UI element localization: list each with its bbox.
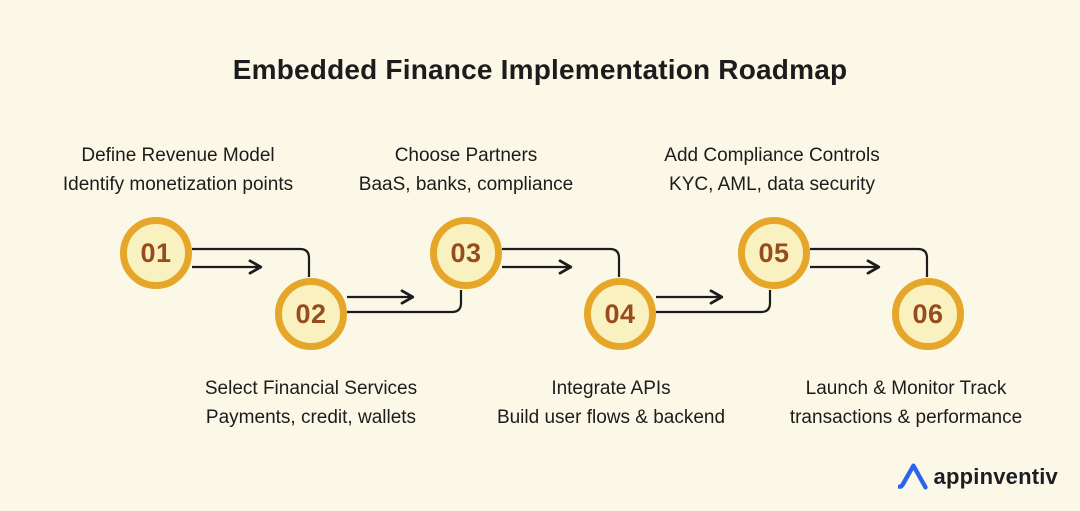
- step-06-label: Launch & Monitor Track transactions & pe…: [790, 374, 1022, 432]
- step-04-title: Integrate APIs: [551, 378, 671, 399]
- page-title: Embedded Finance Implementation Roadmap: [232, 54, 848, 85]
- step-06-title: Launch & Monitor Track: [805, 378, 1007, 399]
- appinventiv-logo-icon: [897, 463, 928, 490]
- connector-04-05: [656, 289, 772, 314]
- appinventiv-logo-text: appinventiv: [933, 463, 1058, 489]
- step-01-label: Define Revenue Model Identify monetizati…: [63, 141, 293, 199]
- step-circle-02: 02: [275, 278, 347, 350]
- step-05-label: Add Compliance Controls KYC, AML, data s…: [664, 141, 879, 199]
- step-02-subtitle: Payments, credit, wallets: [205, 407, 417, 428]
- appinventiv-logo: appinventiv: [897, 463, 1058, 490]
- step-03-title: Choose Partners: [394, 145, 538, 166]
- connector-03-04: [502, 247, 621, 277]
- connector-05-06: [810, 247, 929, 277]
- step-05-subtitle: KYC, AML, data security: [669, 174, 875, 195]
- step-03-label: Choose Partners BaaS, banks, compliance: [359, 141, 573, 199]
- step-04-subtitle: Build user flows & backend: [496, 407, 726, 428]
- connector-01-02: [192, 247, 311, 277]
- step-circle-05: 05: [738, 217, 810, 289]
- step-02-label: Select Financial Services Payments, cred…: [205, 374, 417, 432]
- connector-02-03: [347, 289, 463, 314]
- step-06-number: 06: [912, 298, 944, 329]
- step-05-number: 05: [758, 237, 790, 268]
- step-circle-03: 03: [430, 217, 502, 289]
- step-02-title: Select Financial Services: [204, 378, 418, 399]
- step-03-number: 03: [450, 237, 482, 268]
- step-01-number: 01: [140, 237, 172, 268]
- step-01-subtitle: Identify monetization points: [62, 174, 294, 195]
- step-04-number: 04: [604, 298, 636, 329]
- step-05-title: Add Compliance Controls: [664, 145, 880, 166]
- step-03-subtitle: BaaS, banks, compliance: [358, 174, 574, 195]
- step-02-number: 02: [295, 298, 327, 329]
- step-04-label: Integrate APIs Build user flows & backen…: [497, 374, 725, 432]
- step-circle-01: 01: [120, 217, 192, 289]
- step-06-subtitle: transactions & performance: [789, 407, 1023, 428]
- step-01-title: Define Revenue Model: [81, 145, 275, 166]
- step-circle-04: 04: [584, 278, 656, 350]
- step-circle-06: 06: [892, 278, 964, 350]
